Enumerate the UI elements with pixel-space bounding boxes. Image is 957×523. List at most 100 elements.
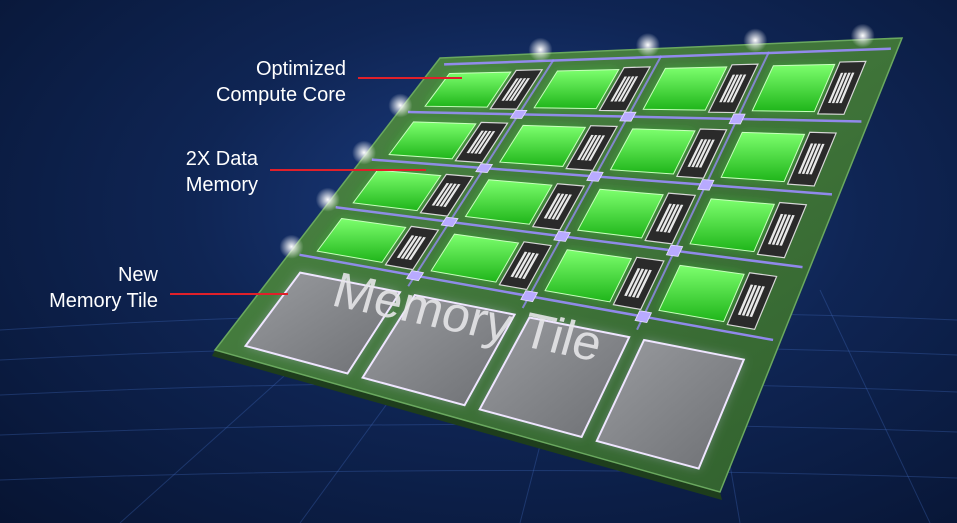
memory-tile (478, 316, 631, 439)
data-memory-bank (828, 72, 844, 104)
data-memory-bank (659, 203, 676, 232)
sparkle (635, 33, 660, 57)
callout-compute-core: Optimized Compute Core (215, 58, 346, 106)
interconnect-col-line (521, 55, 663, 309)
compute-core (430, 233, 520, 283)
data-memory-bank (767, 213, 784, 245)
compute-core (352, 169, 442, 212)
data-memory-bank (505, 78, 523, 101)
data-memory-bank (584, 135, 602, 161)
data-memory-bank (551, 193, 569, 220)
data-memory-bank (610, 76, 628, 102)
data-memory-bank (466, 130, 484, 154)
data-memory-bank (722, 74, 739, 103)
compute-core (544, 249, 633, 303)
compute-core (751, 63, 836, 113)
data-memory-bank (737, 284, 754, 316)
data-memory-bank (522, 253, 539, 280)
data-memory-bank (749, 286, 765, 318)
data-memory-bank (435, 183, 453, 207)
data-memory-bank (779, 214, 795, 246)
data-memory-bank (687, 139, 704, 167)
data-memory-bank (809, 143, 825, 175)
interconnect-row-line (407, 110, 862, 123)
data-memory-bank (695, 139, 712, 168)
data-memory-bank (470, 130, 488, 154)
data-memory-bank (667, 204, 684, 233)
data-memory-bank (408, 236, 426, 261)
compute-core (533, 68, 620, 110)
interconnect-col-line (407, 59, 555, 287)
sparkle (315, 187, 340, 212)
compute-core (609, 128, 696, 175)
leader-line-compute-core (358, 77, 462, 79)
data-memory-bank (663, 204, 680, 233)
interconnect-row-line (335, 205, 803, 269)
data-memory-bank (691, 139, 708, 168)
router-node (619, 111, 637, 122)
compute-core (642, 66, 728, 111)
compute-core (464, 179, 553, 225)
data-memory-bank (698, 139, 715, 168)
router-node (586, 171, 604, 182)
router-node (475, 163, 494, 173)
data-memory-bank (628, 268, 645, 297)
data-memory-bank (730, 74, 747, 103)
interconnect-row-line (444, 47, 891, 66)
interconnect-row-line (299, 253, 774, 342)
interconnect-grid (299, 47, 891, 342)
data-memory-bank (797, 143, 814, 174)
data-memory-bank (396, 235, 415, 259)
data-memory-bank (555, 194, 572, 220)
router-node (697, 179, 715, 191)
router-node (440, 216, 459, 228)
router-node (520, 290, 539, 303)
data-memory-bank (508, 78, 527, 101)
compute-core (720, 131, 806, 183)
router-node (553, 230, 571, 242)
compute-core (424, 71, 512, 108)
data-memory-bank (621, 76, 639, 102)
memory-tile (595, 338, 746, 470)
sparkle (352, 140, 377, 165)
data-memory-bank (775, 214, 791, 246)
data-memory-bank (631, 269, 649, 298)
data-memory-bank (588, 135, 606, 161)
data-memory-bank (805, 143, 821, 175)
sparkle (388, 93, 413, 118)
data-memory-bank (745, 285, 762, 317)
data-memory-bank (547, 193, 565, 220)
data-memory-bank (839, 72, 855, 104)
router-node (509, 109, 528, 119)
data-memory-bank (443, 184, 461, 207)
data-memory-bank (771, 214, 788, 245)
sparkle (743, 28, 768, 53)
data-memory-bank (501, 78, 519, 101)
compute-core-array (316, 60, 867, 331)
callout-data-memory: 2X Data Memory (185, 148, 258, 196)
compute-core (577, 188, 664, 239)
compute-core (689, 198, 776, 253)
compute-core (658, 264, 745, 323)
data-memory-bank (617, 76, 635, 102)
data-memory-bank (431, 182, 450, 206)
die-side-edge (212, 350, 722, 500)
memory-tile (361, 293, 517, 407)
data-memory-bank (614, 76, 631, 102)
memory-tile (243, 271, 402, 375)
leader-line-data-memory (270, 169, 426, 171)
edge-sparkles (279, 23, 875, 259)
sparkle (528, 37, 553, 62)
compute-core (316, 217, 407, 263)
sparkle (850, 23, 875, 48)
compute-core (498, 124, 587, 167)
data-memory-bank (400, 235, 419, 259)
data-memory-bank (518, 252, 536, 279)
data-memory-bank (404, 236, 423, 260)
interconnect-row-line (371, 158, 833, 196)
data-memory-bank (439, 183, 457, 207)
leader-line-memory-tile (170, 293, 288, 295)
sparkle (279, 234, 304, 259)
data-memory-bank (655, 203, 672, 232)
